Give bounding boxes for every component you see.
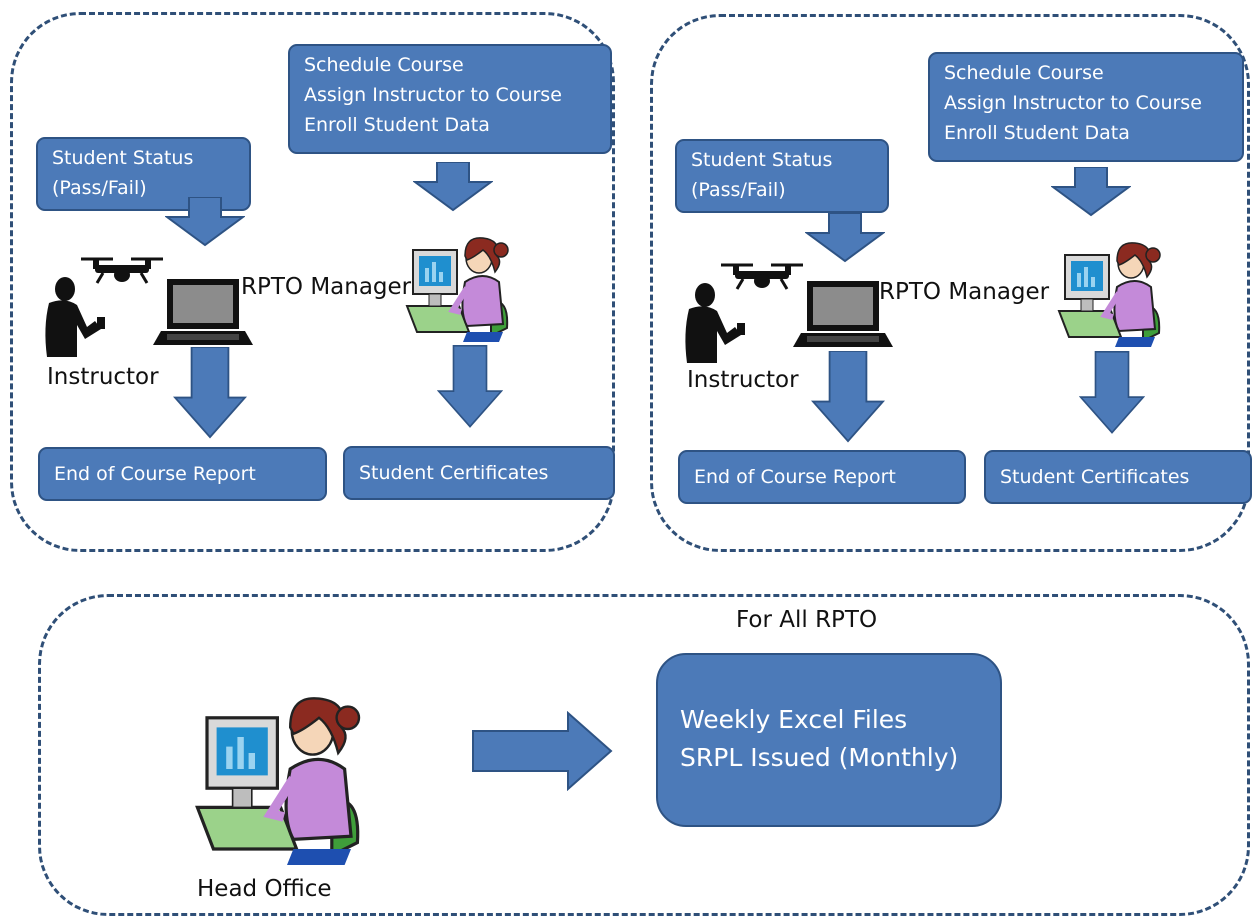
down-arrow-icon bbox=[170, 347, 250, 439]
srpl-issued-text: SRPL Issued (Monthly) bbox=[680, 743, 959, 772]
down-arrow-icon bbox=[437, 345, 503, 429]
student-certificates-box: Student Certificates bbox=[984, 450, 1252, 504]
student-certificates-box: Student Certificates bbox=[343, 446, 615, 500]
weekly-output-box: Weekly Excel Files SRPL Issued (Monthly) bbox=[656, 653, 1002, 827]
admin-task-schedule: Schedule Course bbox=[304, 54, 464, 76]
admin-task-enroll: Enroll Student Data bbox=[304, 114, 490, 136]
office-worker-icon bbox=[191, 689, 367, 865]
admin-tasks-box: Schedule Course Assign Instructor to Cou… bbox=[288, 44, 612, 154]
rpto-manager-label: RPTO Manager bbox=[241, 274, 412, 300]
instructor-label: Instructor bbox=[47, 364, 159, 390]
student-certificates-text: Student Certificates bbox=[1000, 466, 1190, 488]
student-status-box: Student Status (Pass/Fail) bbox=[36, 137, 251, 211]
admin-task-assign: Assign Instructor to Course bbox=[944, 92, 1202, 114]
admin-tasks-box: Schedule Course Assign Instructor to Cou… bbox=[928, 52, 1244, 162]
right-arrow-icon bbox=[472, 711, 614, 791]
admin-task-enroll: Enroll Student Data bbox=[944, 122, 1130, 144]
student-status-box: Student Status (Pass/Fail) bbox=[675, 139, 889, 213]
end-of-course-report-box: End of Course Report bbox=[678, 450, 966, 504]
all-rpto-title: For All RPTO bbox=[736, 607, 878, 633]
rpto-manager-label: RPTO Manager bbox=[879, 279, 1050, 305]
admin-task-assign: Assign Instructor to Course bbox=[304, 84, 562, 106]
admin-task-schedule: Schedule Course bbox=[944, 62, 1104, 84]
instructor-person-icon bbox=[43, 277, 113, 357]
office-worker-icon bbox=[1055, 237, 1165, 347]
head-office-label: Head Office bbox=[197, 876, 332, 902]
weekly-excel-files-text: Weekly Excel Files bbox=[680, 705, 908, 734]
student-status-values: (Pass/Fail) bbox=[52, 177, 147, 199]
office-worker-icon bbox=[403, 232, 513, 342]
laptop-icon bbox=[793, 279, 893, 349]
all-rpto-panel: For All RPTO Head Office Weekly Excel Fi… bbox=[38, 594, 1250, 916]
down-arrow-icon bbox=[1079, 351, 1145, 435]
student-status-values: (Pass/Fail) bbox=[691, 179, 786, 201]
laptop-icon bbox=[153, 277, 253, 347]
student-certificates-text: Student Certificates bbox=[359, 462, 549, 484]
end-of-course-report-text: End of Course Report bbox=[694, 466, 896, 488]
student-status-title: Student Status bbox=[52, 147, 194, 169]
down-arrow-icon bbox=[1051, 167, 1131, 217]
end-of-course-report-text: End of Course Report bbox=[54, 463, 256, 485]
student-status-title: Student Status bbox=[691, 149, 833, 171]
rpto-panel-2: Schedule Course Assign Instructor to Cou… bbox=[650, 14, 1252, 552]
instructor-label: Instructor bbox=[687, 367, 799, 393]
down-arrow-icon bbox=[413, 162, 493, 212]
down-arrow-icon bbox=[805, 213, 885, 263]
rpto-panel-1: Schedule Course Assign Instructor to Cou… bbox=[10, 12, 615, 552]
instructor-person-icon bbox=[683, 283, 753, 363]
down-arrow-icon bbox=[808, 351, 888, 443]
end-of-course-report-box: End of Course Report bbox=[38, 447, 327, 501]
down-arrow-icon bbox=[165, 197, 245, 247]
